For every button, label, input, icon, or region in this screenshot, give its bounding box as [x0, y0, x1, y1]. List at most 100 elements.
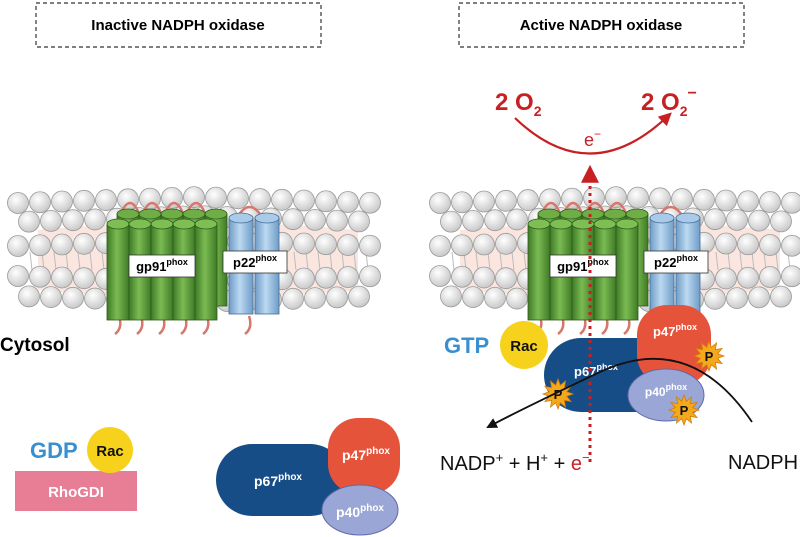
phosphate-label: P	[680, 403, 689, 418]
lipid-tail	[715, 251, 719, 271]
gp91-helix-top	[603, 208, 627, 220]
lipid-head	[583, 186, 605, 209]
lipid-head	[484, 209, 506, 232]
gp91-helix-top	[559, 208, 583, 220]
lipid-head	[715, 189, 737, 212]
gp91-helix	[106, 223, 130, 321]
o2-label: 2 O2	[495, 89, 542, 119]
lipid-tail	[739, 251, 743, 271]
electron-label-top: e−	[584, 127, 601, 150]
gp91-helix-top	[106, 218, 130, 230]
lipid-head	[704, 287, 726, 310]
p47-inactive-label: p47phox	[342, 446, 390, 463]
lipid-tail	[523, 251, 527, 271]
lipid-head	[29, 265, 51, 288]
lipid-head	[7, 265, 29, 287]
lipid-head	[759, 234, 781, 256]
gp91-helix-top	[150, 218, 174, 230]
p47-active-label: p47phox	[653, 322, 697, 339]
lipid-head	[62, 209, 84, 232]
lipid-head	[337, 191, 359, 213]
lipid-tail	[775, 251, 779, 271]
lipid-head	[95, 189, 117, 211]
lipid-head	[40, 209, 62, 232]
lipid-head	[315, 266, 337, 289]
gtp-label: GTP	[444, 333, 489, 358]
lipid-head	[737, 233, 759, 256]
gp91-helix-top	[581, 208, 605, 220]
p22-helix-top	[649, 212, 675, 224]
p22-label-box	[643, 250, 709, 274]
lipid-tail	[53, 251, 57, 271]
gp91-helix	[615, 223, 639, 321]
lipid-head	[304, 208, 326, 231]
lipid-head	[506, 208, 528, 231]
header-active-label: Active NADPH oxidase	[520, 17, 683, 34]
rac-inactive-label: Rac	[96, 443, 124, 460]
lipid-head	[649, 187, 671, 210]
lipid-head	[7, 235, 29, 257]
lipid-head	[429, 235, 451, 257]
lipid-head	[51, 190, 73, 213]
lipid-head	[293, 189, 315, 212]
products-label: NADP+ + H+ + e−	[440, 450, 590, 475]
lipid-tail	[451, 251, 455, 271]
lipid-head	[249, 188, 271, 210]
p40-inactive-label: p40phox	[336, 503, 384, 520]
lipid-tail	[727, 251, 731, 271]
lipid-head	[315, 233, 337, 256]
lipid-tail	[317, 251, 321, 271]
lipid-head	[737, 190, 759, 213]
p67-inactive	[216, 444, 346, 516]
cytosolic-subunits-inactive: p67phox p47phox p40phox	[216, 418, 400, 536]
lipid-head	[315, 190, 337, 213]
phosphate-star	[667, 393, 701, 427]
superoxide-reaction: 2 O2 2 O2− e−	[495, 85, 697, 155]
lipid-head	[293, 267, 315, 290]
gp91-helix-top	[625, 208, 649, 220]
lipid-head	[748, 286, 770, 309]
lipid-head	[348, 285, 370, 308]
rhogdi-complex: RhoGDI Rac GDP	[15, 427, 137, 511]
gp91-helix	[194, 223, 218, 321]
lipid-head	[73, 267, 95, 290]
lipid-head	[737, 266, 759, 289]
p47-inactive	[328, 418, 400, 494]
cytosolic-subunits-active: p67phox p47phox p40phox Rac GTP	[444, 305, 711, 422]
gp91-label-box	[549, 254, 617, 278]
lipid-tail	[89, 251, 93, 271]
phosphate-star	[541, 377, 575, 411]
lipid-head	[495, 189, 517, 212]
lipid-tail	[751, 251, 755, 271]
lipid-head	[473, 233, 495, 256]
lipid-head	[473, 190, 495, 213]
p22-label-box	[222, 250, 288, 274]
reaction-arc	[514, 112, 672, 155]
lipid-head	[359, 191, 381, 214]
lipid-head	[282, 287, 304, 310]
gdp-label: GDP	[30, 438, 78, 463]
lipid-head	[18, 285, 40, 308]
lipid-head	[517, 189, 539, 211]
lipid-head	[282, 208, 304, 231]
lipid-head	[293, 232, 315, 255]
p22-label: p22phox	[233, 253, 277, 270]
lipid-head	[73, 189, 95, 212]
gp91-label: gp91phox	[557, 257, 609, 274]
phosphate-label: P	[705, 349, 714, 364]
lipid-head	[337, 266, 359, 288]
lipid-head	[462, 286, 484, 309]
gp91-helix-top	[194, 218, 218, 230]
rac-inactive	[87, 427, 133, 473]
gp91-helix	[527, 223, 551, 321]
lipid-head	[205, 186, 227, 209]
lipid-head	[770, 210, 792, 233]
lipid-tail	[475, 251, 479, 271]
lipid-head	[759, 266, 781, 288]
lipid-head	[18, 210, 40, 233]
p67-inactive-label: p67phox	[254, 472, 302, 489]
lipid-head	[781, 191, 800, 214]
